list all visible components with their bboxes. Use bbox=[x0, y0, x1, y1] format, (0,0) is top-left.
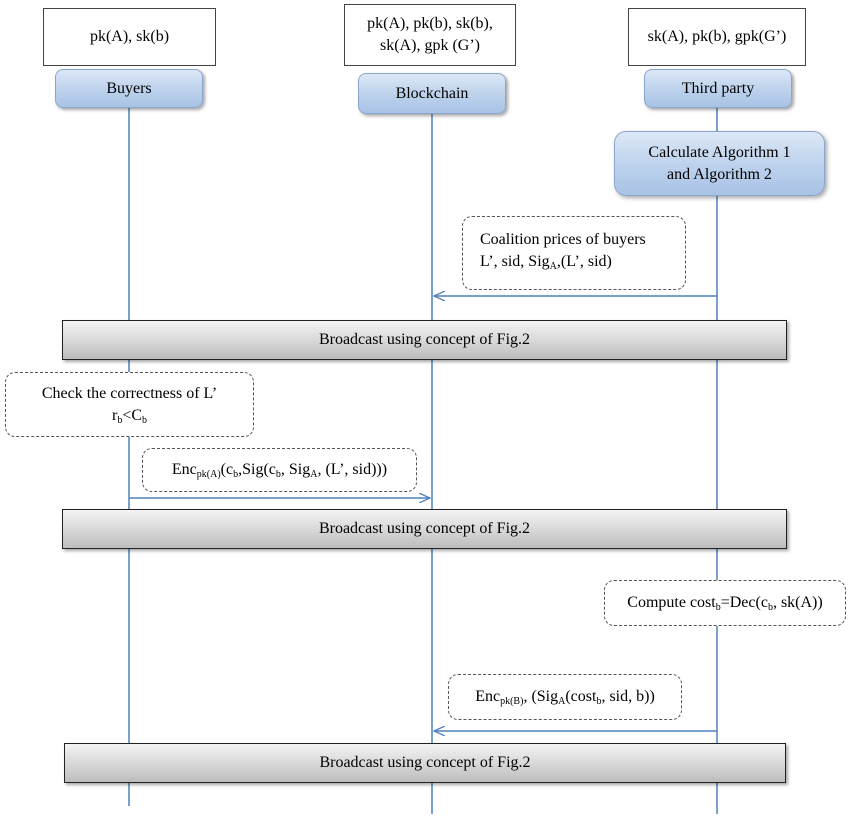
encrypted-result-text: Encpk(B), (SigA(costb, sid, b)) bbox=[475, 688, 655, 707]
broadcast-bar-3: Broadcast using concept of Fig.2 bbox=[64, 743, 786, 783]
compute-cost-note: Compute costb=Dec(cb, sk(A)) bbox=[604, 580, 846, 626]
actor-blockchain-label: Blockchain bbox=[395, 84, 469, 102]
encrypted-result-note: Encpk(B), (SigA(costb, sid, b)) bbox=[448, 674, 682, 720]
broadcast-bar-1-label: Broadcast using concept of Fig.2 bbox=[318, 331, 531, 348]
calculate-line1: Calculate Algorithm 1 bbox=[648, 143, 791, 161]
coalition-line2: L’, sid, SigA,(L’, sid) bbox=[480, 253, 612, 272]
check-line2: rb<Cb bbox=[111, 406, 148, 426]
check-correctness-note: Check the correctness of L’ rb<Cb bbox=[5, 372, 254, 437]
coalition-line1: Coalition prices of buyers bbox=[480, 231, 646, 248]
broadcast-bar-2-label: Broadcast using concept of Fig.2 bbox=[318, 520, 531, 537]
broadcast-bar-3-label: Broadcast using concept of Fig.2 bbox=[319, 754, 531, 771]
calculate-line2: and Algorithm 2 bbox=[667, 165, 772, 183]
encrypted-bid-text: Encpk(A)(cb,Sig(cb, SigA, (L’, sid))) bbox=[171, 461, 388, 480]
coalition-prices-note: Coalition prices of buyers L’, sid, SigA… bbox=[462, 216, 686, 290]
broadcast-bar-2: Broadcast using concept of Fig.2 bbox=[62, 509, 787, 549]
buyers-keys-box: pk(A), sk(b) bbox=[43, 8, 216, 66]
blockchain-keys-line2: sk(A), gpk (G’) bbox=[380, 37, 480, 54]
actor-buyers-label: Buyers bbox=[106, 79, 152, 97]
blockchain-keys-line1: pk(A), pk(b), sk(b), bbox=[367, 15, 493, 32]
calculate-algorithms-box: Calculate Algorithm 1 and Algorithm 2 bbox=[614, 131, 825, 196]
blockchain-keys-box: pk(A), pk(b), sk(b), sk(A), gpk (G’) bbox=[344, 4, 516, 66]
broadcast-bar-1: Broadcast using concept of Fig.2 bbox=[62, 320, 787, 360]
actor-third-party-label: Third party bbox=[681, 79, 755, 97]
encrypted-bid-note: Encpk(A)(cb,Sig(cb, SigA, (L’, sid))) bbox=[142, 448, 417, 492]
actor-blockchain: Blockchain bbox=[358, 73, 506, 114]
check-line1: Check the correctness of L’ bbox=[41, 384, 218, 402]
actor-third-party: Third party bbox=[644, 69, 792, 108]
compute-cost-text: Compute costb=Dec(cb, sk(A)) bbox=[627, 594, 823, 613]
buyers-keys-text: pk(A), sk(b) bbox=[89, 28, 170, 45]
third-party-keys-text: sk(A), pk(b), gpk(G’) bbox=[647, 28, 787, 45]
third-party-keys-box: sk(A), pk(b), gpk(G’) bbox=[628, 8, 806, 66]
actor-buyers: Buyers bbox=[55, 69, 203, 108]
